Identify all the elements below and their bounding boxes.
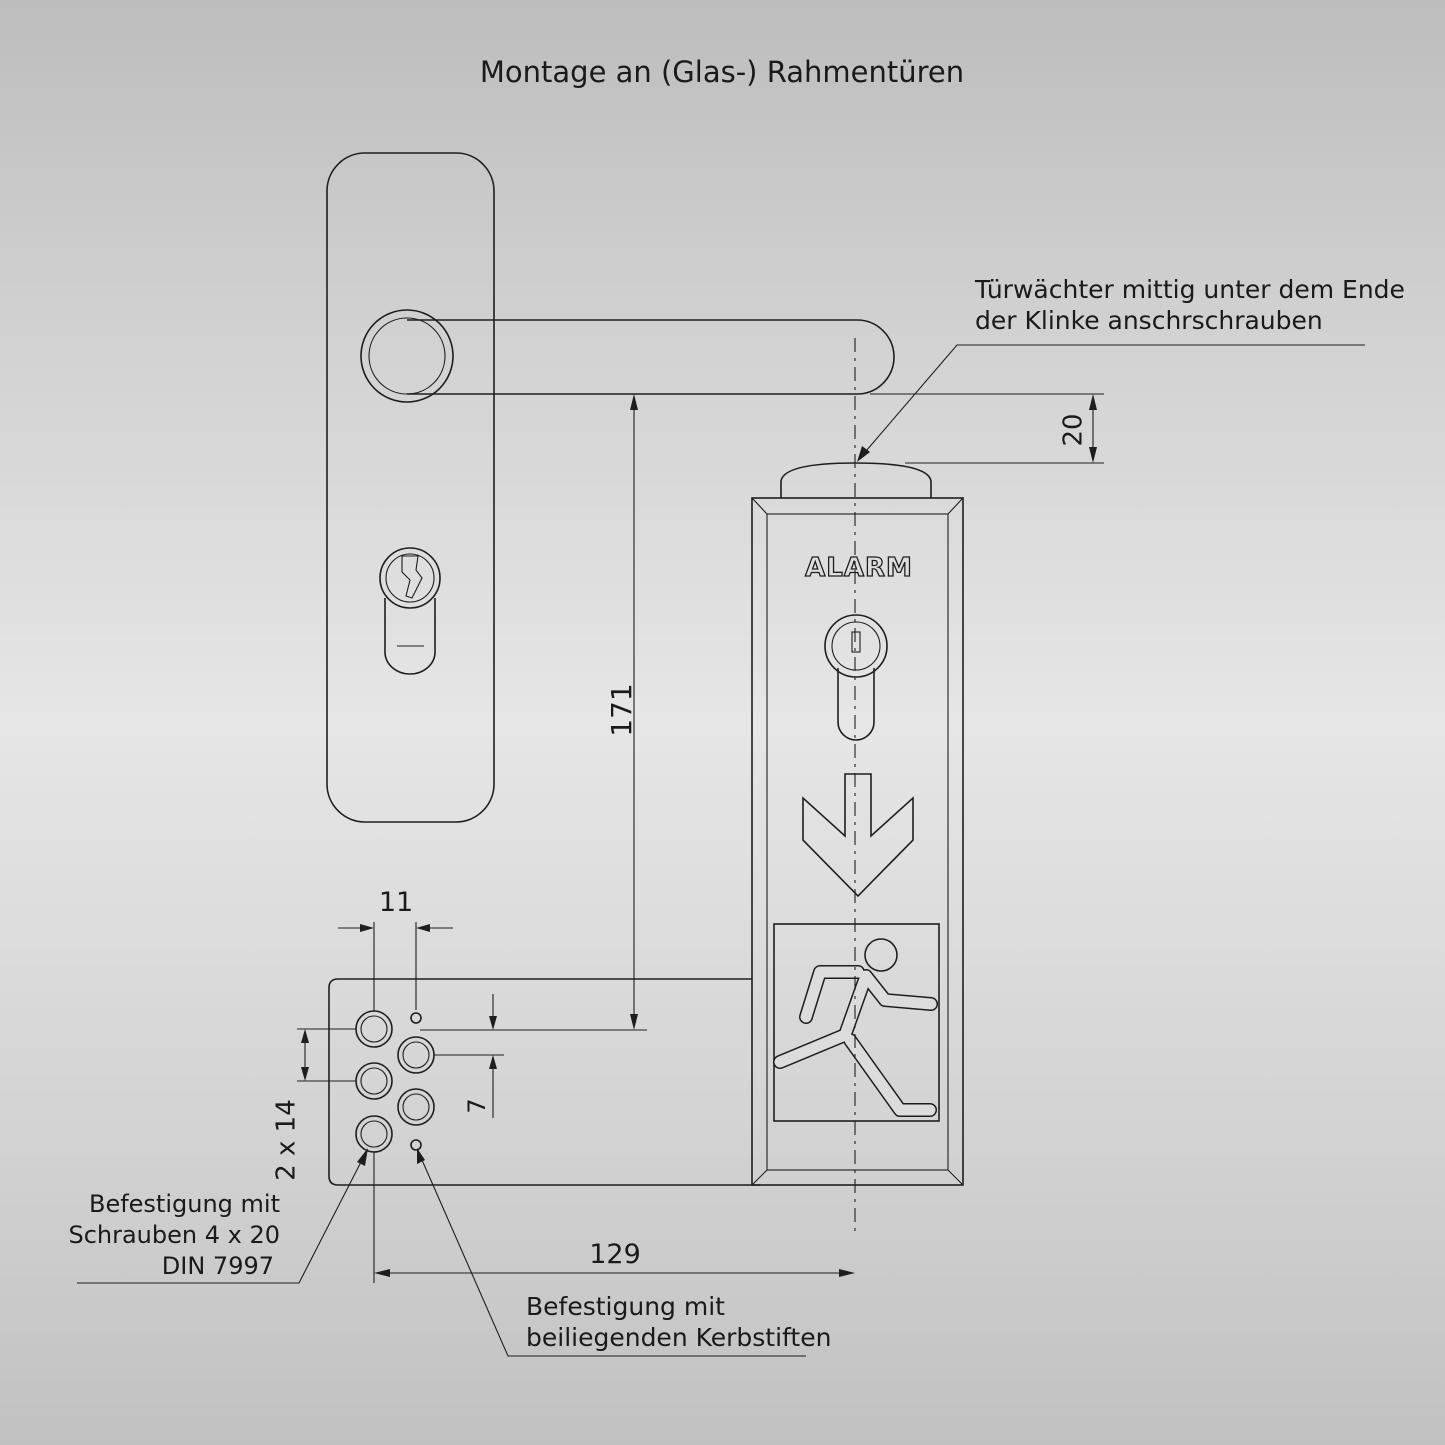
callout-top-line2: der Klinke anschrschrauben — [975, 306, 1323, 335]
alarm-device: ALARM — [751, 462, 964, 1186]
callout-pins: Befestigung mit beiliegenden Kerbstiften — [417, 1148, 831, 1357]
alarm-label: ALARM — [805, 553, 913, 583]
pin-hole-icon — [410, 1012, 422, 1151]
dimension-7: 7 — [434, 994, 504, 1118]
callout-screws-line1: Befestigung mit — [89, 1190, 280, 1218]
callout-top: Türwächter mittig unter dem Ende der Kli… — [857, 275, 1405, 462]
dim-label-171: 171 — [605, 683, 638, 736]
dimension-129: 129 — [373, 1152, 855, 1283]
mounting-plate — [328, 978, 760, 1186]
dimension-171: 171 — [420, 393, 647, 1031]
key-cylinder-icon — [824, 614, 888, 741]
lock-cylinder-icon — [379, 547, 441, 675]
callout-screws-line3: DIN 7997 — [162, 1252, 274, 1280]
dimension-20: 20 — [870, 393, 1104, 464]
screw-hole-icon — [355, 1010, 435, 1153]
arrow-down-icon — [802, 773, 914, 898]
callout-screws-line2: Schrauben 4 x 20 — [68, 1221, 280, 1249]
running-man-exit-icon — [773, 923, 940, 1122]
drawing-title: Montage an (Glas-) Rahmentüren — [480, 55, 964, 89]
dim-label-20: 20 — [1059, 413, 1089, 446]
dim-label-2x14: 2 x 14 — [272, 1099, 302, 1181]
callout-pins-line1: Befestigung mit — [526, 1292, 725, 1321]
dim-label-7: 7 — [463, 1098, 491, 1113]
dim-label-11: 11 — [379, 887, 413, 918]
dimension-2x14: 2 x 14 — [272, 1028, 356, 1181]
dimension-11: 11 — [338, 887, 453, 1011]
callout-top-line1: Türwächter mittig unter dem Ende — [974, 275, 1405, 304]
handle-plate — [326, 152, 895, 823]
dim-label-129: 129 — [589, 1239, 641, 1270]
callout-screws: Befestigung mit Schrauben 4 x 20 DIN 799… — [68, 1148, 368, 1284]
callout-pins-line2: beiliegenden Kerbstiften — [526, 1323, 831, 1352]
